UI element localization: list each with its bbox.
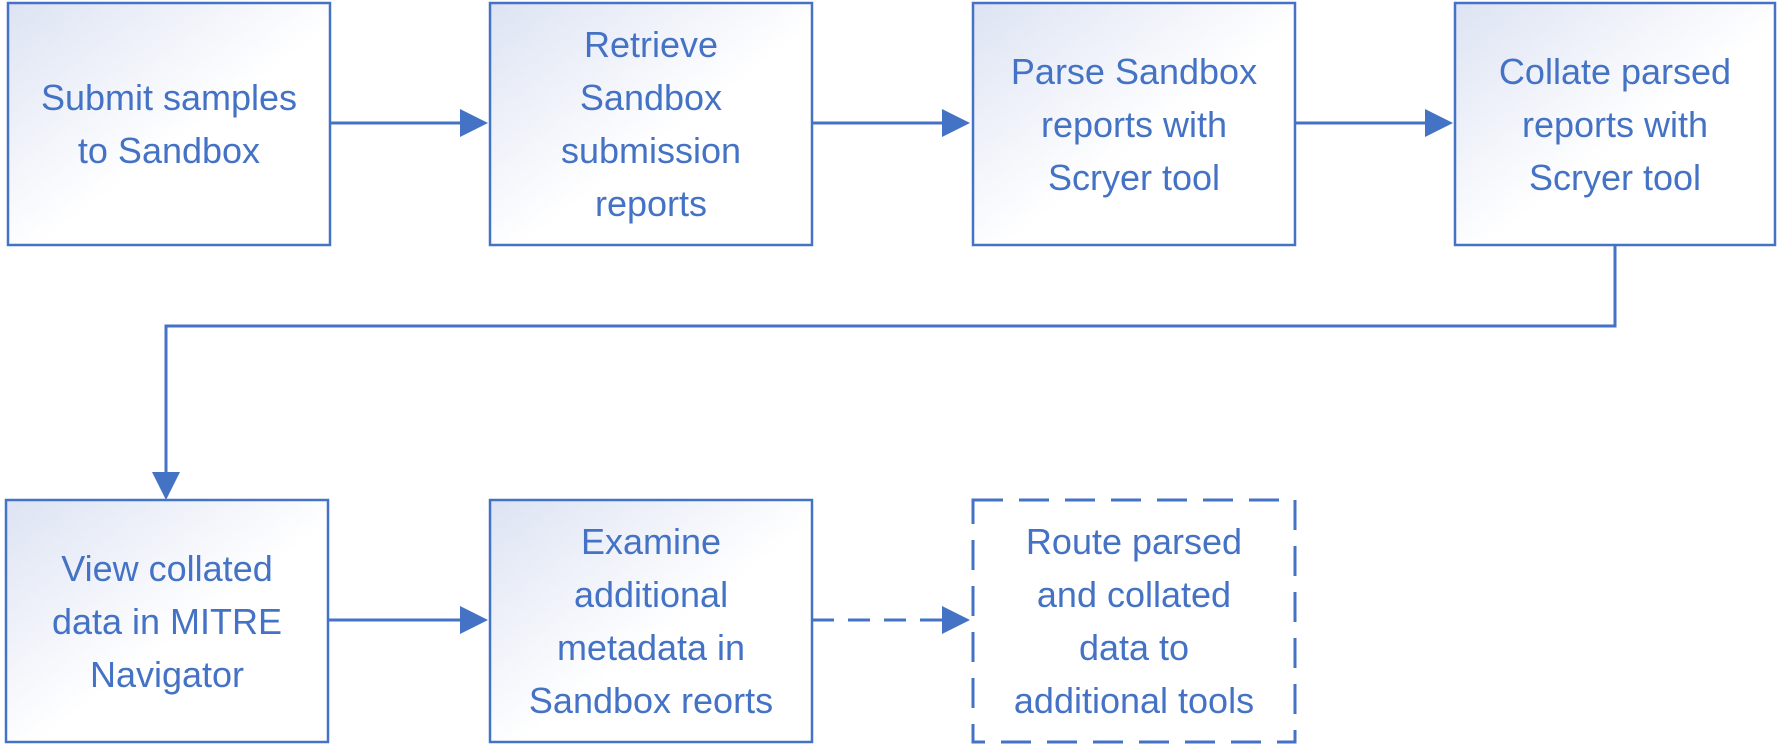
box-collate [1453,1,1777,247]
arrowhead-view-to-examine [460,606,488,634]
label-view: View collated data in MITRE Navigator [51,547,283,695]
box-view [4,498,330,744]
connectors [152,109,1617,634]
box-parse [971,1,1297,247]
arrowhead-collate-to-view [152,472,180,500]
box-route [971,498,1297,744]
label-collate: Collate parsed reports with Scryer tool [1498,50,1732,198]
boxes [4,1,1777,744]
label-examine: Examine additional metadata in Sandbox r… [528,521,774,721]
label-route: Route parsed and collated data to additi… [1013,521,1255,721]
connector-collate-to-view [164,245,1617,474]
arrowhead-parse-to-collate [1425,109,1453,137]
label-submit: Submit samples to Sandbox [40,77,298,171]
arrowhead-retrieve-to-parse [942,109,970,137]
box-submit [6,1,332,247]
label-parse: Parse Sandbox reports with Scryer tool [1010,50,1258,198]
arrowhead-submit-to-retrieve [460,109,488,137]
box-examine [488,498,814,744]
box-retrieve [488,1,814,247]
arrowhead-examine-to-route [942,606,970,634]
label-retrieve: Retrieve Sandbox submission reports [560,24,742,224]
